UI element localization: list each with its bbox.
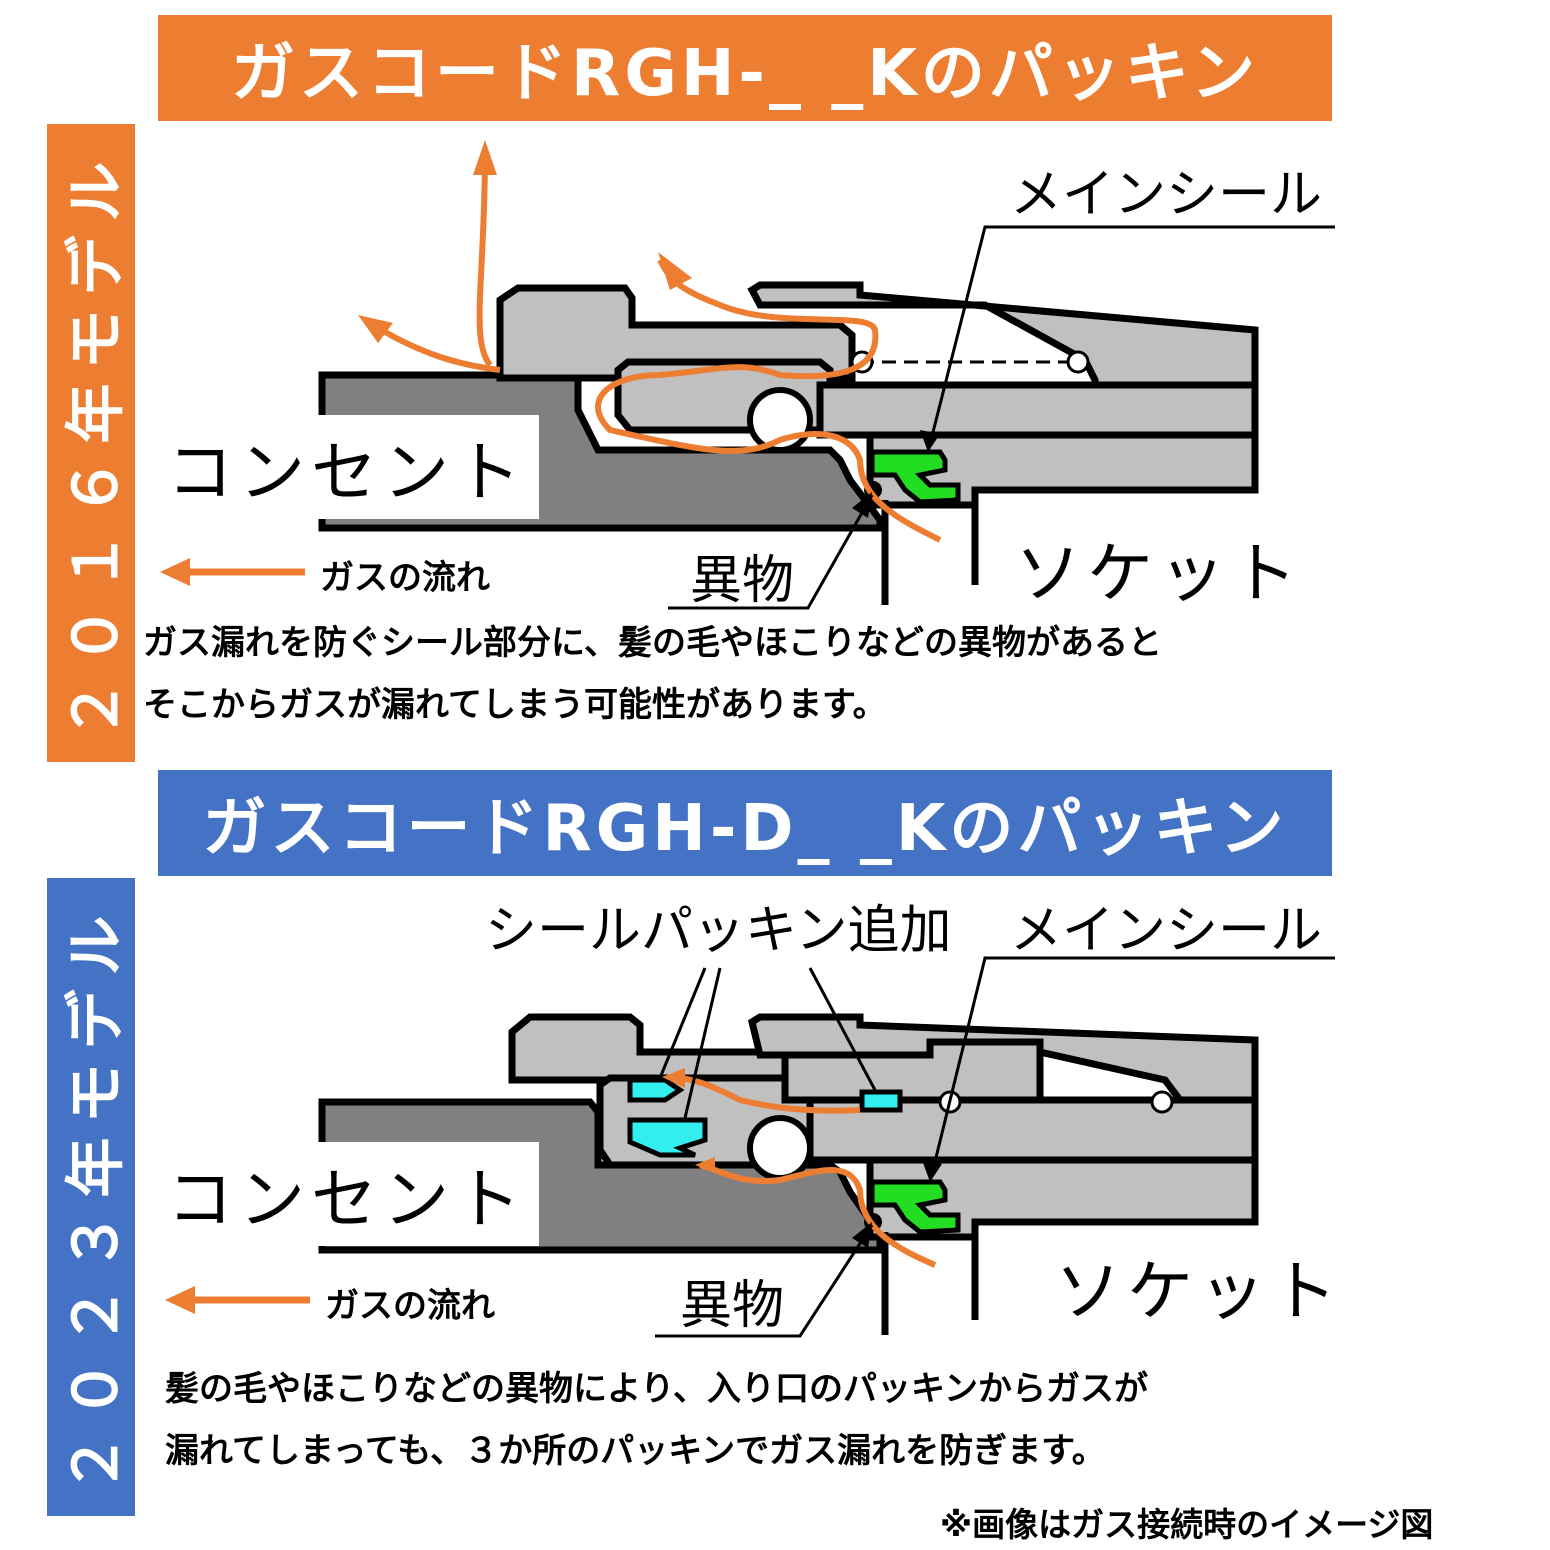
leak-path: [595, 258, 942, 543]
spring-end-right-2: [1150, 1090, 1174, 1114]
bottom-diagram: コンセント シールパッキン追加 メインシール ソケット 異物 ガスの流れ: [140, 880, 1350, 1370]
spring-end-right: [1066, 350, 1090, 374]
blocked-arrowhead-1: [695, 1157, 715, 1173]
top-socket-label: ソケット: [1015, 535, 1303, 612]
lock-ball-2: [747, 1115, 813, 1181]
top-description: ガス漏れを防ぐシール部分に、髪の毛やほこりなどの異物があると そこからガスが漏れ…: [143, 612, 1162, 736]
leak-arrowhead-up: [473, 140, 497, 175]
foreign-leader-tip: [852, 492, 872, 518]
leak-arrowhead-mid: [658, 252, 692, 290]
foreign-leader-tip-2: [852, 1222, 872, 1248]
top-gas-flow-label: ガスの流れ: [320, 558, 490, 598]
top-banner: ガスコードRGH-_ _Kのパッキン: [158, 15, 1332, 121]
top-sidebar: ２０１６年モデル: [47, 124, 135, 762]
bottom-description: 髪の毛やほこりなどの異物により、入り口のパッキンからガスが 漏れてしまっても、３…: [165, 1358, 1148, 1482]
main-seal: [869, 449, 961, 505]
top-diagram: コンセント メインシール ソケット 異物 ガスの流れ: [140, 130, 1350, 620]
bottom-foreign-label: 異物: [680, 1276, 785, 1336]
bottom-desc-line-2: 漏れてしまっても、３か所のパッキンでガス漏れを防ぎます。: [165, 1431, 1106, 1471]
main-seal-2: [869, 1179, 961, 1235]
top-desc-line-1: ガス漏れを防ぐシール部分に、髪の毛やほこりなどの異物があると: [143, 623, 1162, 663]
added-seal-lower: [627, 1117, 708, 1158]
bottom-desc-line-1: 髪の毛やほこりなどの異物により、入り口のパッキンからガスが: [165, 1369, 1148, 1409]
top-foreign-label: 異物: [690, 551, 795, 611]
main-seal-leader-tip-2: [922, 1160, 942, 1182]
bottom-added-seal-label: シールパッキン追加: [485, 901, 952, 961]
blocked-leak-path: [699, 1162, 937, 1268]
socket-lower-2: [866, 1156, 1259, 1241]
gas-flow-arrowhead: [160, 558, 190, 586]
added-seal-leader-1: [658, 967, 707, 1079]
main-seal-leader-2: [928, 956, 1335, 1183]
top-sidebar-label: ２０１６年モデル: [61, 147, 132, 739]
bottom-socket-label: ソケット: [1055, 1253, 1343, 1330]
bottom-outlet-label: コンセント: [155, 1142, 539, 1246]
foreign-leader-2: [655, 1224, 874, 1338]
added-seal-leader-3: [808, 967, 877, 1091]
bottom-sidebar: ２０２３年モデル: [47, 878, 135, 1516]
top-main-seal-label: メインシール: [1010, 165, 1323, 225]
bottom-sidebar-label: ２０２３年モデル: [61, 901, 132, 1493]
main-seal-leader: [926, 225, 1335, 453]
bottom-banner: ガスコードRGH-D_ _Kのパッキン: [158, 770, 1332, 876]
blocked-arrowhead-2: [662, 1068, 685, 1088]
bottom-gas-flow-label: ガスの流れ: [325, 1286, 495, 1326]
footnote: ※画像はガス接続時のイメージ図: [940, 1505, 1434, 1544]
socket-main: [816, 381, 1259, 439]
top-diagram-svg: [160, 140, 1335, 610]
added-seal-leader-2: [683, 967, 722, 1119]
blocked-leak-branch: [679, 1075, 861, 1114]
top-desc-line-2: そこからガスが漏れてしまう可能性があります。: [143, 685, 887, 725]
foreign-leader: [668, 494, 874, 610]
top-outlet-label: コンセント: [155, 415, 539, 519]
leak-branch-up: [476, 151, 493, 367]
bottom-main-seal-label: メインシール: [1010, 901, 1323, 961]
leak-arrowhead-left: [358, 315, 393, 343]
gas-flow-arrowhead-2: [165, 1286, 195, 1314]
added-seal-right: [859, 1089, 903, 1113]
socket-mid-2: [781, 1038, 1044, 1104]
added-seal-upper: [627, 1077, 685, 1103]
main-seal-leader-tip: [920, 430, 940, 452]
